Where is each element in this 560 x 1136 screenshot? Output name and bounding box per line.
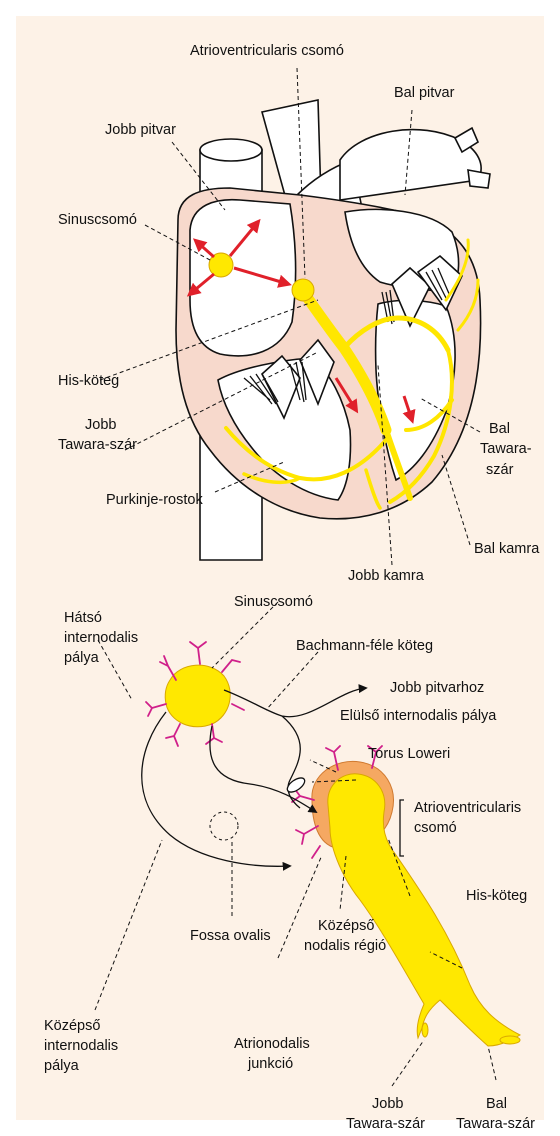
heart-illustration: [100, 68, 490, 565]
label-right-bundle-line2: Tawara-szár: [58, 437, 137, 453]
label-left-bundle-line3: szár: [486, 462, 514, 478]
label-left-bundle-line1: Bal: [489, 421, 510, 437]
label-right-bundle-2-line2: Tawara-szár: [346, 1116, 425, 1132]
label-posterior-line3: pálya: [64, 650, 100, 666]
label-fossa: Fossa ovalis: [190, 928, 271, 944]
label-middle-line1: Középső: [44, 1018, 100, 1034]
label-right-ventricle: Jobb kamra: [348, 568, 425, 584]
label-av-node-line2: csomó: [414, 820, 457, 836]
label-left-bundle-2-line1: Bal: [486, 1096, 507, 1112]
label-mid-nodal-line2: nodalis régió: [304, 938, 386, 954]
label-atrionodal-line1: Atrionodalis: [234, 1036, 310, 1052]
label-av-node-line1: Atrioventricularis: [414, 800, 521, 816]
label-torus: Torus Loweri: [368, 746, 450, 762]
label-right-bundle-2-line1: Jobb: [372, 1096, 403, 1112]
label-sa-node: Sinuscsomó: [58, 212, 137, 228]
label-sa-node-2: Sinuscsomó: [234, 594, 313, 610]
label-middle-line2: internodalis: [44, 1038, 118, 1054]
label-mid-nodal-line1: Középső: [318, 918, 374, 934]
label-av-node: Atrioventricularis csomó: [190, 43, 344, 59]
label-right-atrium: Jobb pitvar: [105, 122, 176, 138]
label-posterior-line2: internodalis: [64, 630, 138, 646]
label-left-bundle-2-line2: Tawara-szár: [456, 1116, 535, 1132]
label-his-bundle: His-köteg: [58, 373, 119, 389]
label-anterior-pathway: Elülső internodalis pálya: [340, 708, 497, 724]
label-to-right-atrium: Jobb pitvarhoz: [390, 680, 484, 696]
label-posterior-line1: Hátsó: [64, 610, 102, 626]
label-bachmann: Bachmann-féle köteg: [296, 638, 433, 654]
label-his-bundle-2: His-köteg: [466, 888, 527, 904]
label-purkinje: Purkinje-rostok: [106, 492, 203, 508]
label-left-ventricle: Bal kamra: [474, 541, 540, 557]
pathway-illustration: [95, 602, 520, 1086]
label-left-bundle-line2: Tawara-: [480, 441, 532, 457]
label-middle-line3: pálya: [44, 1058, 80, 1074]
label-right-bundle-line1: Jobb: [85, 417, 116, 433]
label-atrionodal-line2: junkció: [247, 1056, 293, 1072]
label-left-atrium: Bal pitvar: [394, 85, 455, 101]
